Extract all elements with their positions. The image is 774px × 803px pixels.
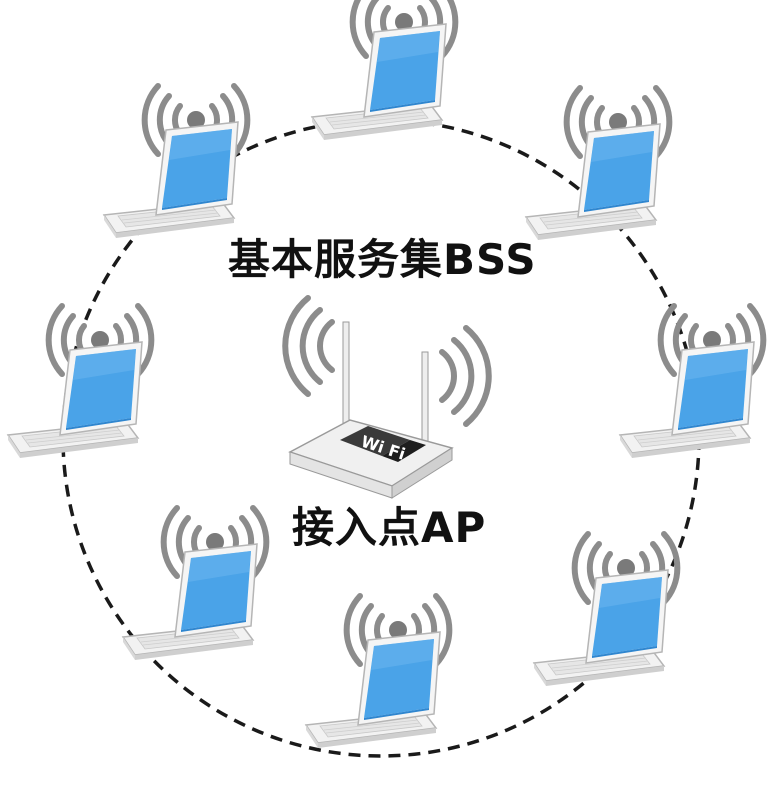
laptop-icon [525, 123, 661, 241]
laptop-station [525, 88, 669, 241]
laptop-icon [619, 341, 755, 459]
laptop-icon [311, 23, 447, 141]
ap-label: 接入点AP [292, 503, 487, 552]
laptop-icon [7, 341, 143, 459]
laptop-station [7, 306, 151, 459]
laptop-station [305, 596, 449, 749]
laptop-station [103, 86, 247, 239]
laptop-icon [103, 121, 239, 239]
access-point: Wi Fi [285, 298, 489, 498]
laptop-icon [122, 543, 258, 661]
laptop-station [533, 534, 677, 687]
laptop-station [619, 306, 763, 459]
laptop-icon [533, 569, 669, 687]
laptop-icon [305, 631, 441, 749]
bss-label: 基本服务集BSS [228, 235, 537, 284]
laptop-station [311, 0, 455, 141]
wifi-router-icon [285, 298, 489, 498]
laptop-station [122, 508, 266, 661]
